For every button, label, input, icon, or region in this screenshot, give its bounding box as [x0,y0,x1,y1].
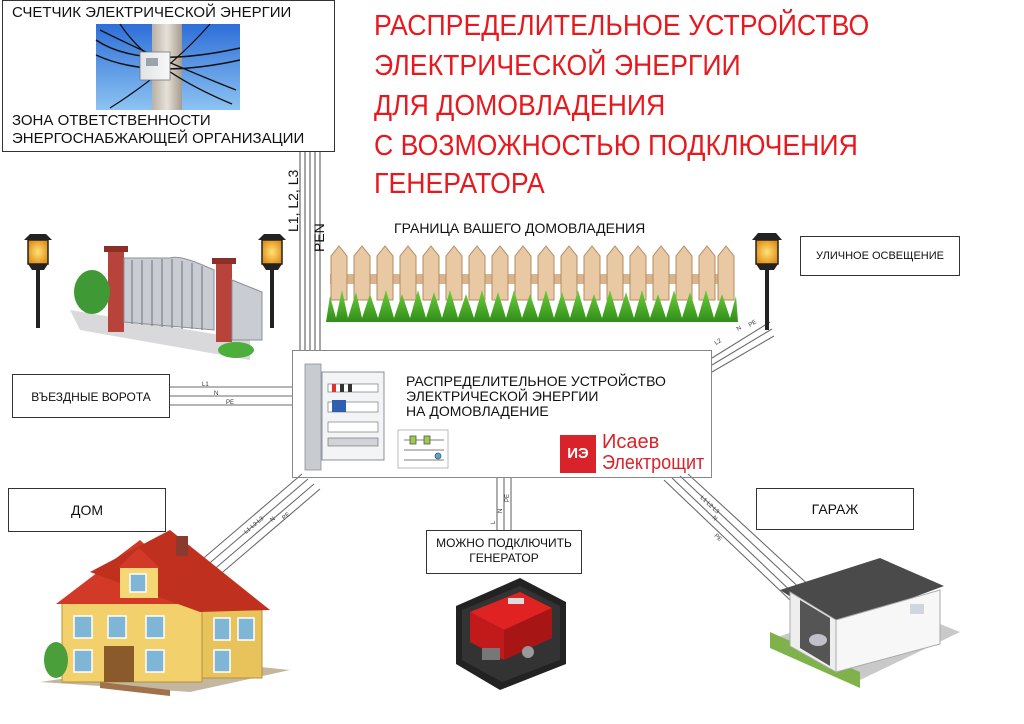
lantern-right [752,233,782,330]
wire-label: L [491,520,497,524]
generator-label: МОЖНО ПОДКЛЮЧИТЬ ГЕНЕРАТОР [426,536,582,566]
panel-line-2: ЭЛЕКТРИЧЕСКОЙ ЭНЕРГИИ [406,388,599,404]
gate-box [12,374,170,418]
house-box [8,488,166,532]
wire-label: N [711,515,718,522]
house-label: ДОМ [70,502,104,518]
brand-name-1: Исаев [602,431,660,453]
title-line-2: ЭЛЕКТРИЧЕСКОЙ ЭНЕРГИИ [374,50,741,82]
brand-name-2: Электрощит [602,452,705,474]
generator-illustration [456,578,566,690]
brand-badge: ИЭ [560,435,596,473]
fence-illustration [326,245,738,322]
wire-label: N [498,509,504,513]
wire-label: N [269,516,276,523]
generator-label-line-2: ГЕНЕРАТОР [469,551,539,565]
lighting-wires [711,321,775,373]
brand-logo: ИЭ Исаев Электрощит [560,431,708,476]
gate-label: ВЪЕЗДНЫЕ ВОРОТА [31,390,151,404]
street-lighting-box [800,236,960,276]
panel-schematic [397,429,449,469]
generator-wires [496,478,512,530]
feed-phases-label: L1, L2, L3 [285,170,301,232]
wire-label: PE [505,494,511,502]
lantern-left-1 [24,234,52,328]
generator-label-line-1: МОЖНО ПОДКЛЮЧИТЬ [436,536,572,550]
wire-label: PE [748,319,758,328]
garage-wires [663,473,815,601]
wire-label: L1 [202,382,209,388]
lantern-left-2 [258,234,286,328]
garage-label: ГАРАЖ [811,501,859,517]
gate-wires [170,386,292,406]
house-wires [191,473,321,584]
wire-label: PE [226,400,234,406]
panel-text: РАСПРЕДЕЛИТЕЛЬНОЕ УСТРОЙСТВО ЭЛЕКТРИЧЕСК… [406,374,666,419]
meter-label: СЧЕТЧИК ЭЛЕКТРИЧЕСКОЙ ЭНЕРГИИ [12,4,292,21]
wire-label: L2 [714,338,723,347]
generator-box [426,530,582,574]
panel-cabinet-illustration [304,363,385,471]
responsibility-zone-line-1: ЗОНА ОТВЕТСТВЕННОСТИ [12,112,211,129]
wire-label: PE [281,512,291,522]
panel-line-1: РАСПРЕДЕЛИТЕЛЬНОЕ УСТРОЙСТВО [406,373,666,389]
panel-line-3: НА ДОМОВЛАДЕНИЕ [406,403,549,419]
title-line-3: ДЛЯ ДОМОВЛАДЕНИЯ [374,90,666,122]
responsibility-zone-line-2: ЭНЕРГОСНАБЖАЮЩЕЙ ОРГАНИЗАЦИИ [12,130,305,147]
garage-illustration [770,558,960,688]
title-line-4: С ВОЗМОЖНОСТЬЮ ПОДКЛЮЧЕНИЯ [374,130,858,162]
feed-wires [299,152,321,350]
house-illustration [40,530,290,696]
title-line-1: РАСПРЕДЕЛИТЕЛЬНОЕ УСТРОЙСТВО [374,10,870,42]
garage-box [756,488,914,530]
wire-label: N [214,391,218,397]
street-lighting-label: УЛИЧНОЕ ОСВЕЩЕНИЕ [816,250,944,262]
wire-label: PE [713,533,723,543]
meter-photo [95,23,241,110]
title-line-5: ГЕНЕРАТОРА [374,168,545,200]
meter-box [2,0,335,152]
feed-pen-label: PEN [311,223,327,252]
wire-label: L1 L2 L3 [699,495,721,516]
property-border-label: ГРАНИЦА ВАШЕГО ДОМОВЛАДЕНИЯ [394,220,646,236]
gate-illustration [70,246,263,360]
wire-label: L1 L2 L3 [243,515,265,535]
distribution-panel-box [292,350,712,478]
wire-label: N [736,325,743,332]
